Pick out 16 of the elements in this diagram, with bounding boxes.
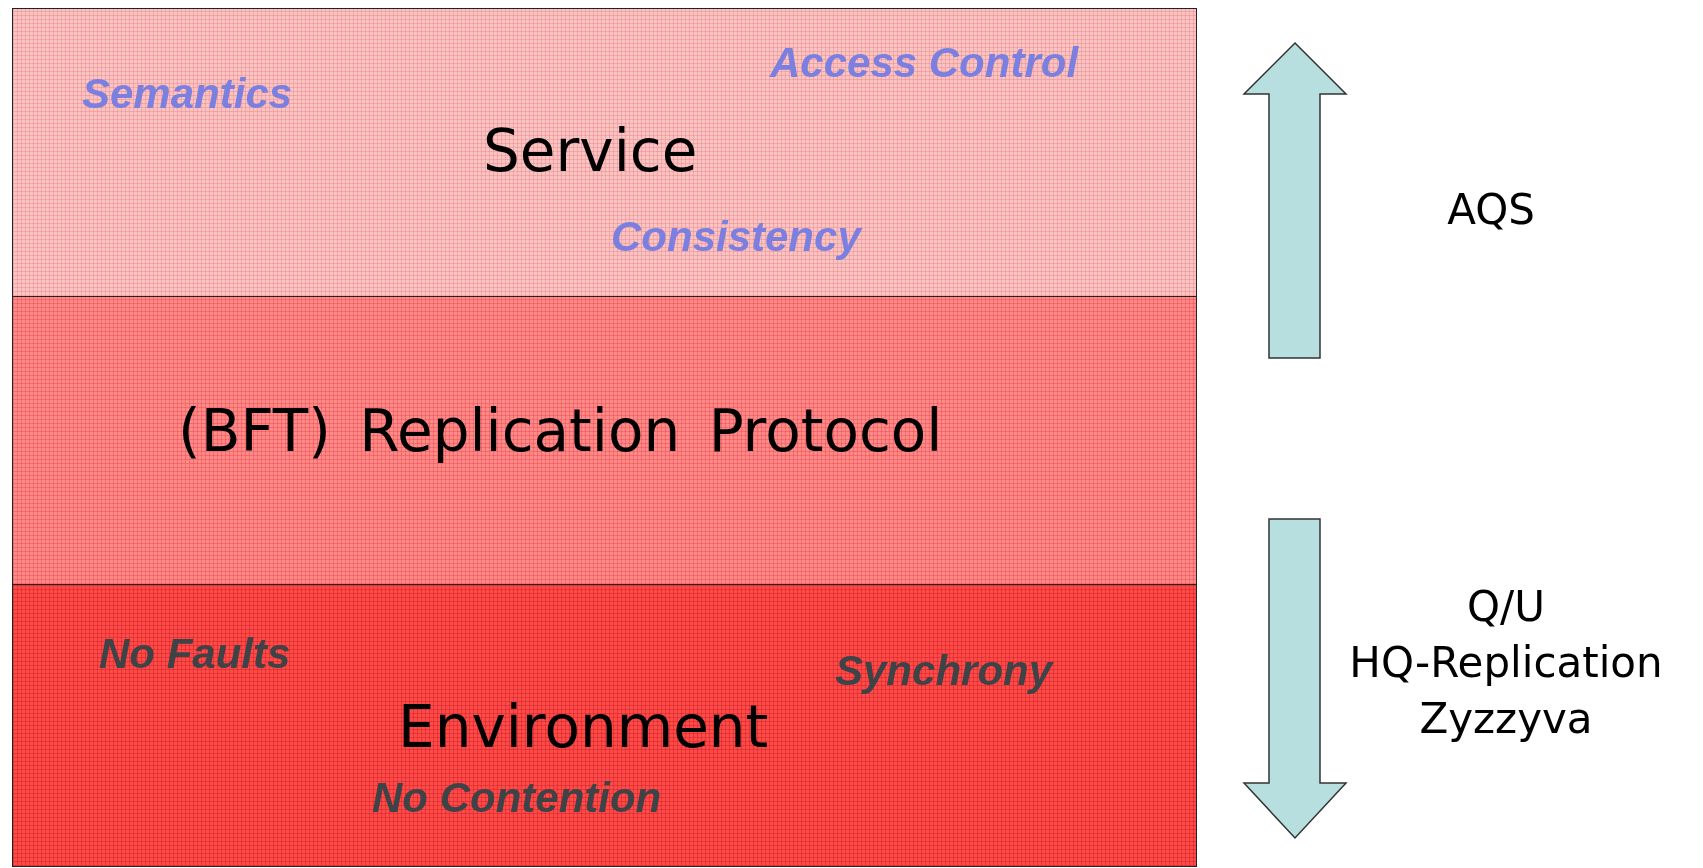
- protocol-label: HQ-Replication: [1349, 640, 1663, 687]
- layer-title: Environment: [398, 694, 769, 761]
- protocol-label: AQS: [1447, 187, 1535, 234]
- layer-band: [12, 584, 1197, 867]
- layer-property: Access Control: [770, 39, 1079, 88]
- layer-property: Synchrony: [835, 647, 1053, 696]
- layer-band: [12, 8, 1197, 297]
- layer-property: No Contention: [372, 774, 662, 823]
- protocol-label: Zyzzyva: [1419, 696, 1593, 743]
- layer-property: No Faults: [99, 630, 291, 679]
- layer-band: [12, 296, 1197, 585]
- layer-title: (BFT) Replication Protocol: [178, 398, 943, 465]
- protocol-label: Q/U: [1467, 584, 1545, 631]
- layer-property: Semantics: [82, 70, 293, 119]
- layer-title: Service: [483, 118, 698, 185]
- layer-property: Consistency: [611, 213, 861, 262]
